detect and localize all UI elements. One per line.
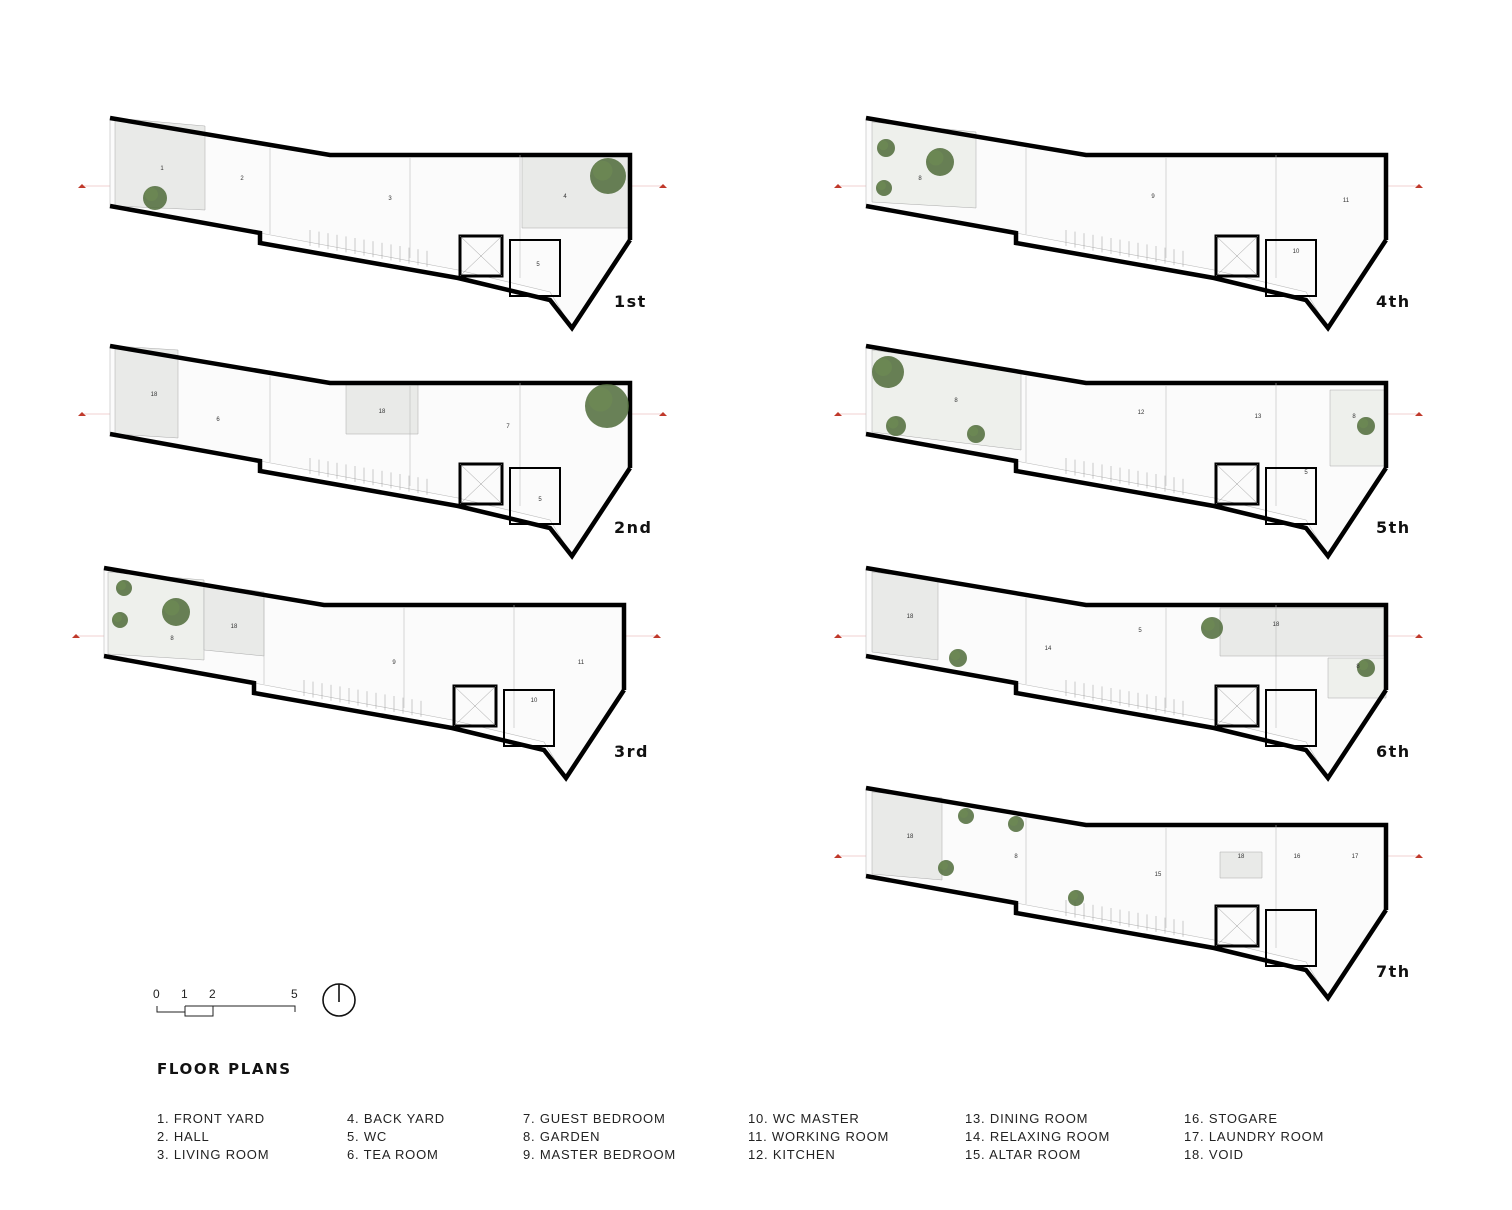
legend-item: 10. WC MASTER	[748, 1111, 860, 1126]
legend-item: 7. GUEST BEDROOM	[523, 1111, 666, 1126]
section-marker-left-icon	[72, 634, 80, 638]
room-number: 1	[160, 166, 164, 172]
legend-column: 16. STOGARE 17. LAUNDRY ROOM 18. VOID	[1184, 1110, 1324, 1164]
room-number: 15	[1155, 872, 1162, 878]
room-number: 4	[563, 194, 567, 200]
room-number: 8	[1014, 854, 1018, 860]
room-number: 10	[531, 698, 538, 704]
floor-plan-1st: 1 2 3 4 5	[78, 115, 667, 332]
legend-item: 14. RELAXING ROOM	[965, 1129, 1111, 1144]
floor-label-7th: 7th	[1376, 962, 1411, 981]
room-number: 18	[231, 624, 238, 630]
floor-plan-7th: 18 8 15 18 16 17	[834, 785, 1423, 1002]
room-number: 18	[1273, 622, 1280, 628]
section-marker-left-icon	[834, 634, 842, 638]
legend-column: 10. WC MASTER 11. WORKING ROOM 12. KITCHEN	[748, 1110, 889, 1164]
room-number: 18	[907, 614, 914, 620]
legend-item: 3. LIVING ROOM	[157, 1147, 270, 1162]
floor-plan-6th: 18 14 5 18 8	[834, 565, 1423, 782]
room-number: 12	[1138, 410, 1145, 416]
section-marker-right-icon	[1415, 634, 1423, 638]
room-number: 8	[1356, 664, 1360, 670]
legend-item: 4. BACK YARD	[347, 1111, 445, 1126]
floor-label-1st: 1st	[614, 292, 647, 311]
section-marker-right-icon	[1415, 184, 1423, 188]
room-number: 13	[1255, 414, 1262, 420]
legend-column: 1. FRONT YARD 2. HALL 3. LIVING ROOM	[157, 1110, 269, 1164]
section-marker-right-icon	[653, 634, 661, 638]
scale-tick-label: 1	[181, 987, 188, 1001]
room-number: 11	[578, 660, 585, 666]
room-number: 11	[1343, 198, 1350, 204]
legend-column: 13. DINING ROOM 14. RELAXING ROOM 15. ALTA…	[965, 1110, 1110, 1164]
room-number: 17	[1352, 854, 1359, 860]
room-number: 9	[1151, 194, 1155, 200]
room-number: 5	[536, 262, 540, 268]
legend-item: 12. KITCHEN	[748, 1147, 836, 1162]
section-marker-right-icon	[1415, 412, 1423, 416]
room-number: 18	[1238, 854, 1245, 860]
legend-item: 6. TEA ROOM	[347, 1147, 439, 1162]
section-marker-right-icon	[1415, 854, 1423, 858]
legend-item: 13. DINING ROOM	[965, 1111, 1089, 1126]
room-number: 2	[240, 176, 244, 182]
room-number: 3	[388, 196, 392, 202]
floor-label-6th: 6th	[1376, 742, 1411, 761]
room-number: 18	[379, 409, 386, 415]
scale-bar	[156, 1005, 296, 1017]
section-marker-left-icon	[834, 184, 842, 188]
section-marker-left-icon	[78, 184, 86, 188]
legend-item: 2. HALL	[157, 1129, 210, 1144]
room-number: 7	[506, 424, 510, 430]
room-number: 5	[1304, 470, 1308, 476]
floor-label-2nd: 2nd	[614, 518, 653, 537]
legend-item: 9. MASTER BEDROOM	[523, 1147, 677, 1162]
legend-item: 1. FRONT YARD	[157, 1111, 265, 1126]
room-number: 14	[1045, 646, 1052, 652]
floor-label-4th: 4th	[1376, 292, 1411, 311]
legend-item: 11. WORKING ROOM	[748, 1129, 890, 1144]
section-marker-left-icon	[834, 412, 842, 416]
section-marker-right-icon	[659, 412, 667, 416]
room-number: 9	[392, 660, 396, 666]
room-number: 10	[1293, 249, 1300, 255]
room-number: 16	[1294, 854, 1301, 860]
scale-tick-label: 0	[153, 987, 160, 1001]
legend-item: 18. VOID	[1184, 1147, 1244, 1162]
legend-column: 4. BACK YARD 5. WC 6. TEA ROOM	[347, 1110, 445, 1164]
floor-plan-3rd: 8 18 9 10 11	[72, 565, 661, 782]
legend-item: 8. GARDEN	[523, 1129, 601, 1144]
room-number: 8	[918, 176, 922, 182]
section-marker-right-icon	[659, 184, 667, 188]
floor-label-5th: 5th	[1376, 518, 1411, 537]
scale-tick-label: 5	[291, 987, 298, 1001]
room-number: 5	[1138, 628, 1142, 634]
floor-plans-title: FLOOR PLANS	[157, 1060, 292, 1078]
floor-plan-5th: 8 12 13 8 5	[834, 343, 1423, 560]
legend-item: 15. ALTAR ROOM	[965, 1147, 1082, 1162]
legend-column: 7. GUEST BEDROOM 8. GARDEN 9. MASTER BEDRO…	[523, 1110, 676, 1164]
room-number: 5	[538, 497, 542, 503]
room-number: 8	[954, 398, 958, 404]
floor-plan-4th: 8 9 10 11	[834, 115, 1423, 332]
legend-item: 5. WC	[347, 1129, 388, 1144]
floor-plan-2nd: 18 6 18 7 5	[78, 343, 667, 560]
legend-item: 17. LAUNDRY ROOM	[1184, 1129, 1325, 1144]
room-number: 8	[1352, 414, 1356, 420]
room-number: 8	[170, 636, 174, 642]
floor-label-3rd: 3rd	[614, 742, 649, 761]
room-number: 18	[151, 392, 158, 398]
section-marker-left-icon	[78, 412, 86, 416]
room-number: 6	[216, 417, 220, 423]
section-marker-left-icon	[834, 854, 842, 858]
scale-tick-label: 2	[209, 987, 216, 1001]
room-number: 18	[907, 834, 914, 840]
legend-item: 16. STOGARE	[1184, 1111, 1278, 1126]
